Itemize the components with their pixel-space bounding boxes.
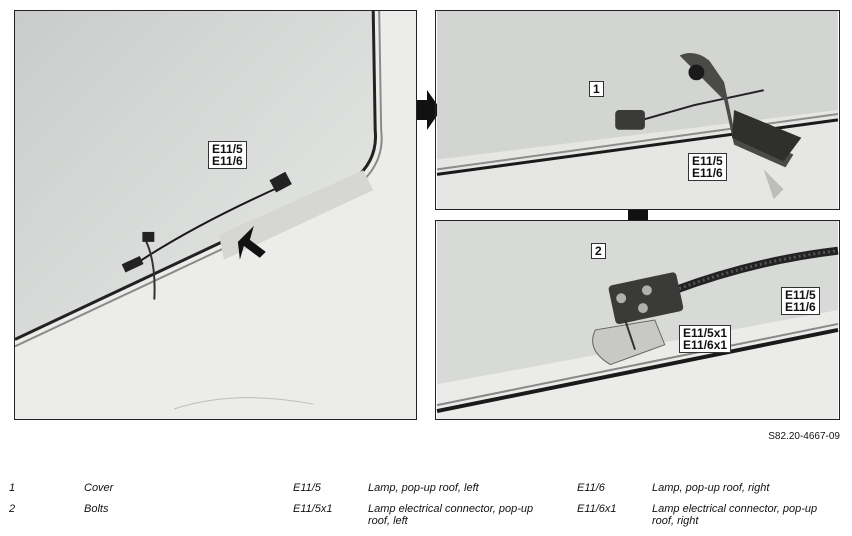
callout-e11-5-e11-6: E11/5 E11/6 — [208, 141, 247, 169]
legend-text: Lamp electrical connector, pop-up roof, … — [368, 503, 534, 527]
callout-e11-5x1-e11-6x1: E11/5x1 E11/6x1 — [679, 325, 732, 353]
callout-1: 1 — [589, 81, 604, 97]
legend-text: Lamp, pop-up roof, right — [652, 482, 770, 494]
legend-key: E11/5 — [293, 482, 321, 494]
legend-key: E11/5x1 — [293, 503, 333, 515]
legend-key: 2 — [9, 503, 16, 515]
legend-text: Cover — [84, 482, 114, 494]
photo-top-right-image — [436, 11, 839, 209]
legend-text: Lamp, pop-up roof, left — [368, 482, 479, 494]
legend-key: E11/6x1 — [577, 503, 617, 515]
callout-2: 2 — [591, 243, 606, 259]
legend-text: Bolts — [84, 503, 109, 515]
photo-bottom-right-image — [436, 221, 839, 419]
arrow-right-icon — [417, 90, 441, 130]
callout-e11-5-e11-6-bottom: E11/5 E11/6 — [781, 287, 820, 315]
photo-left-image — [15, 11, 416, 419]
callout-e11-5-e11-6-top: E11/5 E11/6 — [688, 153, 727, 181]
photo-left: E11/5 E11/6 — [14, 10, 417, 420]
legend-text: Lamp electrical connector, pop-up roof, … — [652, 503, 818, 527]
photo-top-right: 1 E11/5 E11/6 — [435, 10, 840, 210]
legend-key: E11/6 — [577, 482, 605, 494]
photo-bottom-right: 2 E11/5 E11/6 E11/5x1 E11/6x1 — [435, 220, 840, 420]
figure-id: S82.20-4667-09 — [768, 431, 840, 442]
legend-key: 1 — [9, 482, 16, 494]
